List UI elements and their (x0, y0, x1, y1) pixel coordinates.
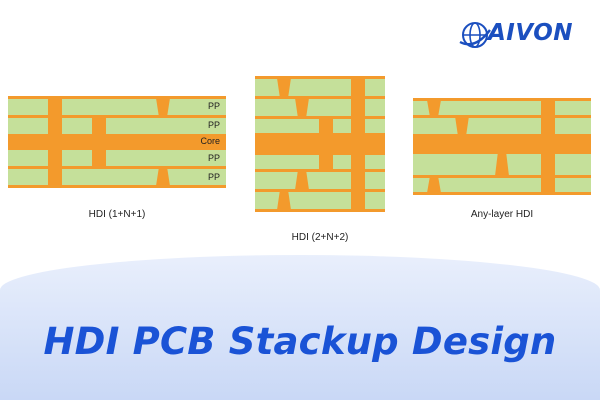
microvia-2 (455, 116, 469, 135)
stackup-title: Any-layer HDI (470, 209, 534, 220)
banner-title: HDI PCB Stackup Design (43, 320, 557, 363)
layer-label: PP (207, 101, 220, 111)
microvia-1 (427, 100, 441, 116)
through-via (351, 76, 365, 212)
microvia-top-1 (277, 78, 291, 97)
aivon-logo: AIVON (458, 18, 580, 52)
stackup-1plusnplus1: PP PP Core PP PP (8, 96, 226, 196)
through-via (48, 96, 62, 188)
layer-label: PP (207, 120, 220, 130)
microvia-bottom (156, 168, 170, 186)
brand-name: AIVON (488, 20, 574, 46)
microvia-top-2 (295, 98, 309, 117)
layer-label: Core (200, 136, 220, 146)
through-via (541, 98, 555, 195)
stackup-any-layer (413, 98, 591, 196)
microvia-bottom-1 (295, 171, 309, 190)
layer-label: PP (207, 172, 220, 182)
microvia-top (156, 98, 170, 116)
microvia-4 (427, 177, 441, 193)
globe-icon (459, 22, 491, 48)
stackup-title: HDI (2+N+2) (291, 232, 349, 243)
banner-background (0, 255, 600, 400)
microvia-3 (495, 153, 509, 176)
layer-label: PP (207, 153, 220, 163)
buried-via (319, 116, 333, 172)
microvia-bottom-2 (277, 191, 291, 210)
stackup-2plusnplus2 (255, 76, 385, 214)
stackup-title: HDI (1+N+1) (88, 209, 146, 220)
buried-via (92, 115, 106, 169)
